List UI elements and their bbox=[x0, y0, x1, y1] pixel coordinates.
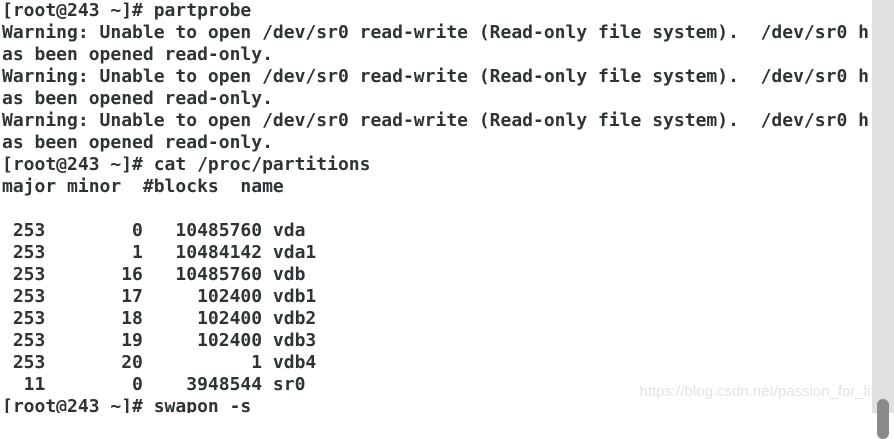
terminal-line: as been opened read-only. bbox=[2, 44, 273, 65]
terminal-line: 253 17 102400 vdb1 bbox=[2, 286, 317, 307]
terminal-line: 253 18 102400 vdb2 bbox=[2, 308, 317, 329]
terminal-line: as been opened read-only. bbox=[2, 88, 273, 109]
terminal-line: 253 16 10485760 vdb bbox=[2, 264, 306, 285]
terminal-line: Warning: Unable to open /dev/sr0 read-wr… bbox=[2, 22, 869, 43]
terminal-line: major minor #blocks name bbox=[2, 176, 284, 197]
terminal-line: [root@243 ~]# partprobe bbox=[2, 0, 252, 21]
terminal-line: 253 1 10484142 vda1 bbox=[2, 242, 317, 263]
terminal-line: 253 0 10485760 vda bbox=[2, 220, 306, 241]
terminal-line: [root@243 ~]# swapon -s bbox=[2, 396, 252, 413]
terminal-line: [root@243 ~]# cat /proc/partitions bbox=[2, 154, 371, 175]
terminal-line: as been opened read-only. bbox=[2, 132, 273, 153]
watermark: https://blog.csdn.net/passion_for_life bbox=[639, 383, 884, 400]
terminal-line: 253 19 102400 vdb3 bbox=[2, 330, 317, 351]
terminal-line: 11 0 3948544 sr0 bbox=[2, 374, 306, 395]
terminal-output: [root@243 ~]# partprobe Warning: Unable … bbox=[2, 0, 872, 413]
terminal-line: 253 20 1 vdb4 bbox=[2, 352, 317, 373]
scrollbar-track[interactable] bbox=[872, 0, 894, 439]
terminal-line: Warning: Unable to open /dev/sr0 read-wr… bbox=[2, 110, 869, 131]
terminal-line bbox=[2, 198, 872, 220]
scrollbar-thumb[interactable] bbox=[877, 399, 889, 439]
terminal-line: Warning: Unable to open /dev/sr0 read-wr… bbox=[2, 66, 869, 87]
